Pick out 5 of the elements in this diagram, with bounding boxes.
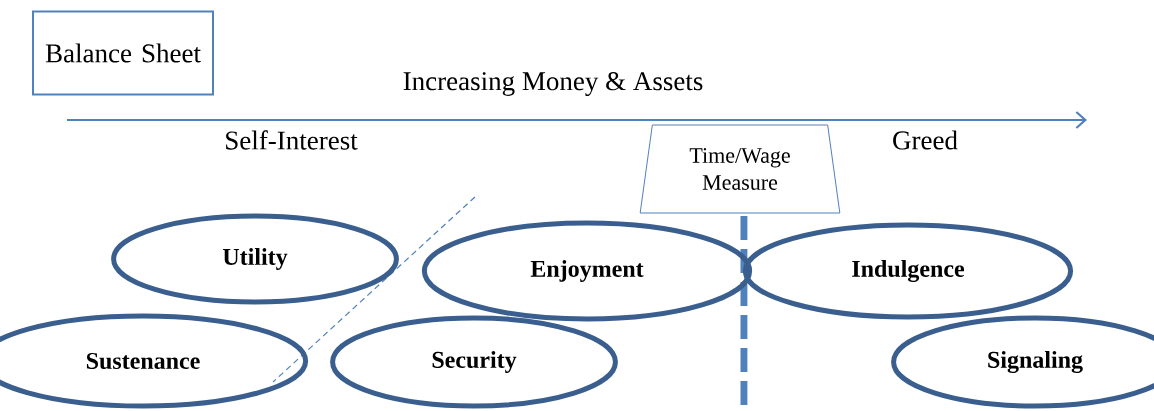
text-box: Balance Sheet [32, 10, 214, 96]
axis-label: Increasing Money & Assets [403, 72, 703, 96]
axis-label: Self-Interest [226, 130, 358, 150]
trapezoid-box: Time/Wage Measure [639, 124, 841, 214]
axis-label: Greed [893, 130, 958, 150]
